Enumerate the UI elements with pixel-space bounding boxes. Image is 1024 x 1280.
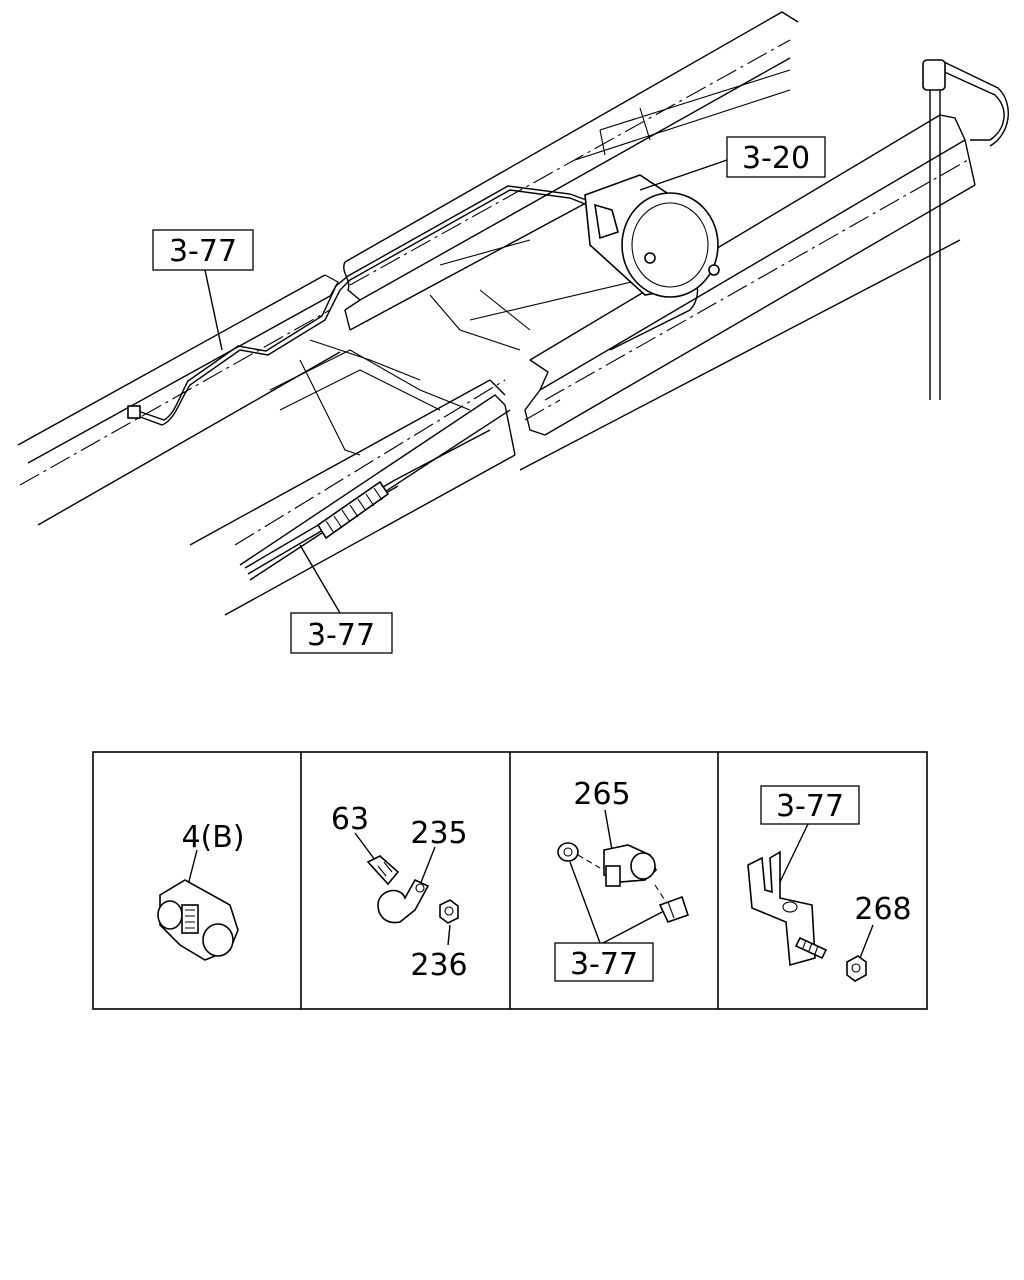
panel1-part-number: 4(B) [181, 820, 244, 855]
tank-ref-text: 3-20 [742, 141, 810, 176]
pipe-ref-upper-text: 3-77 [169, 234, 237, 269]
washer-part [557, 842, 579, 862]
panel-clip-4b: 4(B) [157, 820, 245, 961]
clamp-part [603, 844, 657, 887]
panel4-ref-text: 3-77 [776, 789, 844, 824]
panel-bracket-268: 3-77 268 [747, 785, 912, 982]
panel-clamp-265: 265 3-77 [554, 777, 690, 982]
bolt-part-265 [658, 895, 690, 923]
pipe-clip-part [157, 879, 239, 961]
panel2-clip-number: 235 [410, 816, 467, 851]
panel2-bolt-number: 63 [331, 802, 369, 837]
panel2-nut-number: 236 [410, 948, 467, 983]
panel-clip-235: 63 235 236 [331, 802, 468, 983]
panel3-ref-text: 3-77 [570, 947, 638, 982]
brake-cable [244, 429, 491, 575]
pipe-ref-label-upper: 3-77 [152, 229, 254, 351]
nut-part [439, 899, 459, 924]
panel4-nut-number: 268 [854, 892, 911, 927]
cable-ref-label-lower: 3-77 [290, 544, 393, 654]
chassis-frame [17, 11, 976, 616]
bolt-part [366, 855, 400, 886]
p-clip-part [377, 878, 430, 924]
bracket-part [747, 850, 828, 967]
cable-ref-lower-text: 3-77 [307, 618, 375, 653]
panel3-clamp-number: 265 [573, 777, 630, 812]
air-tank [584, 174, 720, 298]
tank-ref-label: 3-20 [639, 136, 826, 191]
nut-part-268 [846, 955, 867, 982]
